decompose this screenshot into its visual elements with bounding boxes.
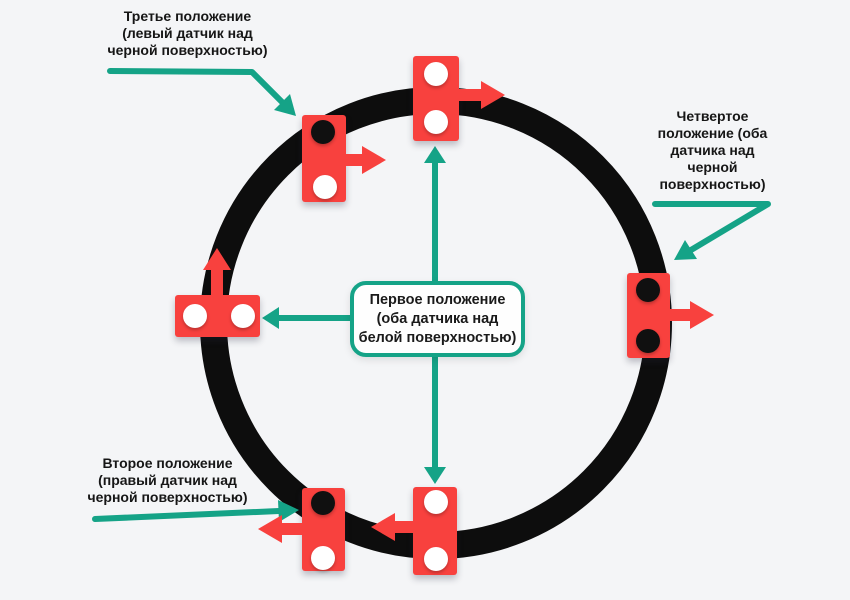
sensor-dot <box>311 491 335 515</box>
label-first-position-box: Первое положение (оба датчика над белой … <box>350 281 525 357</box>
direction-arrowhead-right-icon <box>362 146 386 174</box>
direction-arrow-left-icon <box>395 521 413 533</box>
sensor-block-bottom-left <box>258 488 345 571</box>
sensor-block-left <box>175 248 260 337</box>
sensor-dot <box>636 278 660 302</box>
sensor-dot <box>311 546 335 570</box>
sensor-block-right <box>627 273 714 358</box>
direction-arrowhead-left-icon <box>258 515 282 543</box>
direction-arrow-right-icon <box>346 154 362 166</box>
arrow-to-second-position <box>92 508 282 522</box>
direction-arrowhead-up-icon <box>203 248 231 270</box>
sensor-block-bottom-center <box>371 487 457 575</box>
label-fourth-position: Четвертое положение (оба датчика над чер… <box>657 108 768 192</box>
sensor-dot <box>424 62 448 86</box>
arrow-to-third-position <box>107 68 285 105</box>
sensor-dot <box>636 329 660 353</box>
direction-arrowhead-right-icon <box>690 301 714 329</box>
direction-arrowhead-right-icon <box>481 81 505 109</box>
arrowhead-fourth-icon <box>674 240 697 260</box>
sensor-dot <box>311 120 335 144</box>
sensor-dot <box>424 547 448 571</box>
sensor-dot <box>424 110 448 134</box>
arrowhead-third-icon <box>274 94 296 116</box>
direction-arrow-left-icon <box>282 523 302 535</box>
sensor-dot <box>183 304 207 328</box>
label-third-position: Третье положение (левый датчик над черно… <box>107 8 268 58</box>
direction-arrowhead-left-icon <box>371 513 395 541</box>
sensor-block-top <box>413 56 505 141</box>
sensor-dot <box>313 175 337 199</box>
sensor-block-top-left <box>302 115 386 202</box>
direction-arrow-right-icon <box>670 309 690 321</box>
direction-arrow-up-icon <box>211 270 223 295</box>
sensor-dot <box>424 490 448 514</box>
label-second-position: Второе положение (правый датчик над черн… <box>87 455 248 505</box>
arrow-to-fourth-position <box>652 201 771 253</box>
sensor-dot <box>231 304 255 328</box>
direction-arrow-right-icon <box>459 89 481 101</box>
